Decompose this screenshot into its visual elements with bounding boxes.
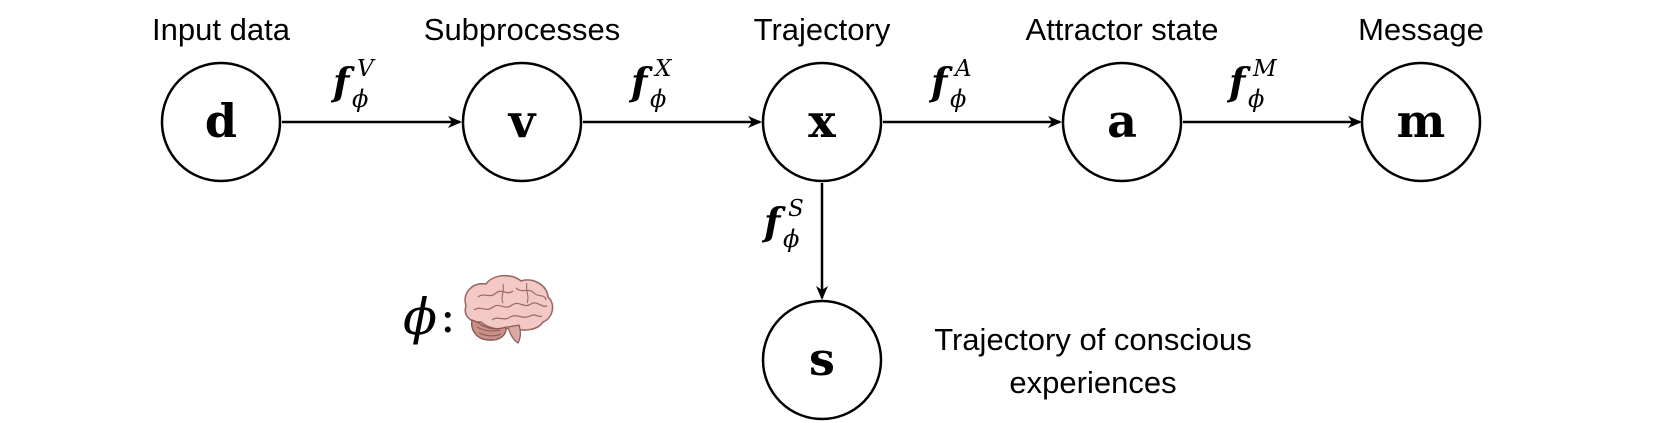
node-x-letter: x <box>808 94 836 148</box>
label-f-phi-S-sub: ϕ <box>783 225 799 253</box>
label-f-phi-A-sup: A <box>953 56 972 82</box>
label-f-phi-V: f V ϕ <box>330 56 376 113</box>
caption-input-data: Input data <box>152 12 291 47</box>
node-s: s <box>761 299 883 421</box>
node-m: m <box>1360 61 1482 183</box>
label-f-phi-X-sup: X <box>653 56 673 82</box>
brain-icon <box>464 274 554 344</box>
label-f-phi-M: f M ϕ <box>1226 56 1278 113</box>
node-a-letter: a <box>1107 94 1137 148</box>
caption-trajectory: Trajectory <box>754 12 891 47</box>
node-s-letter: s <box>809 332 835 386</box>
caption-conscious-line1: Trajectory of conscious <box>934 322 1252 357</box>
caption-conscious-line2: experiences <box>1009 365 1176 400</box>
label-f-phi-S: f S ϕ <box>761 196 804 253</box>
label-f-phi-X-sub: ϕ <box>650 85 666 113</box>
label-f-phi-X: f X ϕ <box>628 56 673 113</box>
label-f-phi-S-sup: S <box>788 196 804 222</box>
label-f-phi-M-sup: M <box>1252 56 1278 82</box>
label-f-phi-A: f A ϕ <box>928 56 972 113</box>
phi-symbol: ϕ <box>403 288 437 346</box>
caption-attractor-state: Attractor state <box>1026 12 1219 47</box>
caption-subprocesses: Subprocesses <box>424 12 620 47</box>
node-m-letter: m <box>1397 94 1446 148</box>
legend-phi: ϕ : <box>403 274 554 346</box>
node-d: d <box>160 61 282 183</box>
phi-colon: : <box>440 289 456 343</box>
label-f-phi-M-sub: ϕ <box>1248 85 1264 113</box>
caption-message: Message <box>1358 12 1484 47</box>
label-f-phi-A-sub: ϕ <box>950 85 966 113</box>
node-v: v <box>461 61 583 183</box>
label-f-phi-V-sup: V <box>357 56 376 82</box>
node-d-letter: d <box>205 94 237 148</box>
node-a: a <box>1061 61 1183 183</box>
label-f-phi-V-sub: ϕ <box>352 85 368 113</box>
node-v-letter: v <box>508 94 537 148</box>
node-x: x <box>761 61 883 183</box>
